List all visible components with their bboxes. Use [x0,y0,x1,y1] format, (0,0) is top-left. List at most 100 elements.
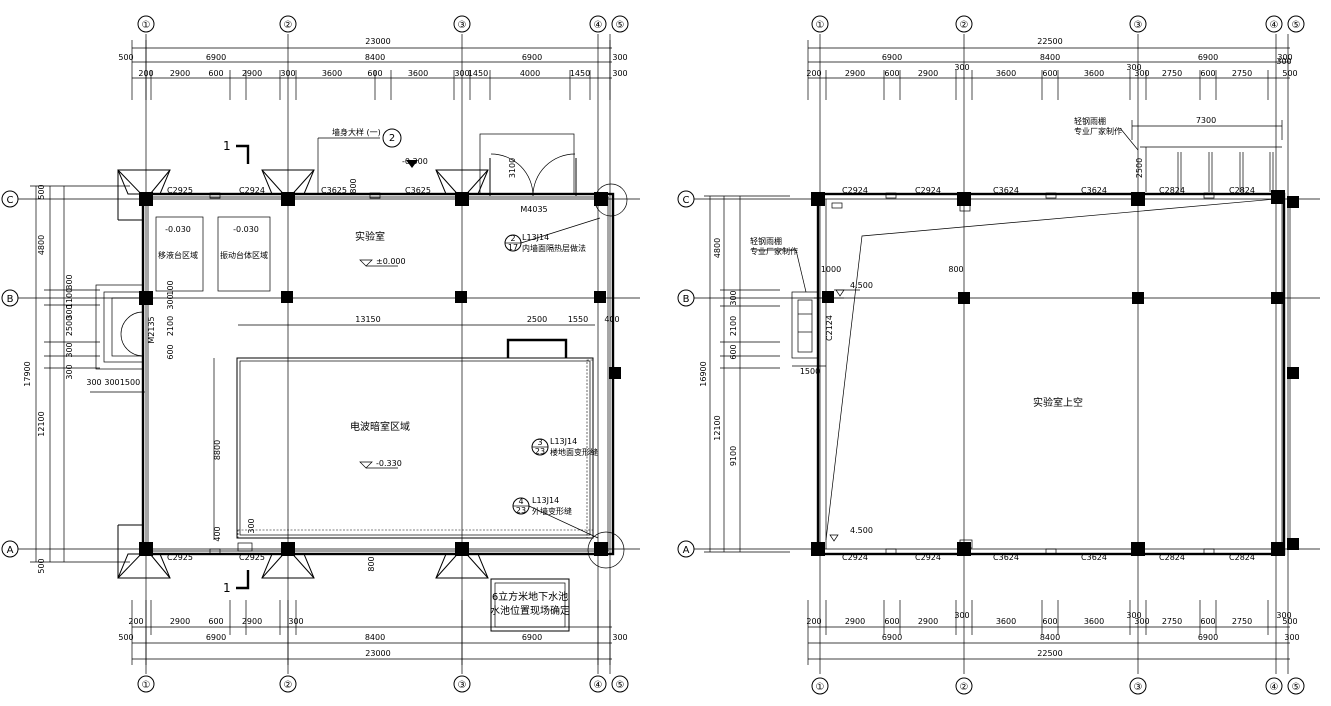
dim: 300 [65,364,74,379]
section-mark-top: 1 [223,139,250,164]
callout-den: 23 [516,506,526,515]
axis-label: ② [284,20,293,31]
dim: 2900 [242,617,262,626]
axis-label: ④ [594,680,603,691]
dim: 600 [884,69,899,78]
elevation: 4.500 [850,281,873,290]
dim: 7300 [1196,116,1216,125]
axis-label: ② [284,680,293,691]
axis-label: ④ [1270,20,1279,31]
dim: 16900 [699,361,708,386]
elevation: -0.030 [233,225,259,234]
dim: 500 [1282,617,1297,626]
dim: 500 [1282,69,1297,78]
dim: 300 [104,378,119,387]
dim: 2900 [242,69,262,78]
elevation: -0.300 [402,157,428,166]
axis-label: A [7,545,14,556]
callout-number: 2 [389,133,395,144]
left-detail-callout-2: 2 17 L13J14 内墙面隔热层做法 [504,217,601,253]
dim: 2900 [918,617,938,626]
level-marker [359,259,373,267]
axis-label: A [683,545,690,556]
dim: 3600 [1084,617,1104,626]
window-mark [209,548,221,555]
dim: 6900 [1198,633,1218,642]
axis-label: B [683,294,690,305]
dim: 300 [247,518,256,533]
dim: 2500 [527,315,547,324]
dim: 300 [729,290,738,305]
window-tag: C2924 [842,186,868,195]
left-detail-callout-4: 4 23 L13J14 外墙变形缝 [512,496,599,539]
window-tag: C2824 [1159,553,1185,562]
dim: 3600 [408,69,428,78]
axis-label: ① [142,680,151,691]
dim: 8400 [1040,633,1060,642]
callout-num: 3 [537,438,542,447]
dim: 100 [166,280,175,295]
left-dims-top [131,40,612,100]
dim-total-top: 22500 [1037,37,1062,46]
dim: 300 [1276,57,1291,66]
axis-label: ③ [1134,682,1143,693]
dim: 300 [1134,69,1149,78]
dim: 800 [367,556,376,571]
callout-den: 23 [535,447,545,456]
dim: 200 [806,69,821,78]
note-box: 6立方米地下水池 水池位置现场确定 [490,578,570,632]
callout-ref: L13J14 [532,496,559,505]
section-mark-bottom: 1 [223,570,250,595]
level-marker [359,461,373,469]
callout-num: 4 [518,497,523,506]
door-tag: M4035 [520,205,547,214]
dim: 400 [604,315,619,324]
window-tag: C2924 [842,553,868,562]
window-tag: C2924 [239,186,265,195]
axis-label: ④ [1270,682,1279,693]
dim: 2100 [166,316,175,336]
callout-text: 内墙面隔热层做法 [522,243,586,253]
dim: 4000 [520,69,540,78]
dim: 500 [37,184,46,199]
right-axis-bubbles: ① ② ③ ④ ⑤ ① ② ③ ④ ⑤ C B A [677,15,1305,695]
callout-ref: L13J14 [522,233,549,242]
dim: 1100 [65,288,74,308]
dim-total-bottom: 23000 [365,649,390,658]
dim: 300 [65,304,74,319]
area-label: 振动台体区域 [220,250,268,260]
window-tag: C2924 [915,186,941,195]
dim: 500 [118,53,133,62]
right-dims-side [704,195,790,553]
area-boxes: -0.030 移液台区域 -0.030 振动台体区域 [155,216,271,292]
canopy-note: 轻钢雨棚 [750,236,782,246]
right-side-canopy [756,249,860,367]
window-mark [369,192,381,199]
dim: 600 [1042,69,1057,78]
axis-label: B [7,294,14,305]
left-dims-side-text: 500 4800 300 1100 300 2500 300 300 12100… [23,184,140,573]
axis-label: ② [960,682,969,693]
dim: 12100 [37,411,46,436]
dim: 300 [1276,611,1291,620]
room-name: 实验室 [355,230,385,243]
level-marker [829,534,839,542]
window-tag: C3624 [993,553,1019,562]
dim: 300 [1134,617,1149,626]
dim: 2900 [845,69,865,78]
dim: 3100 [508,158,517,178]
dim: 2900 [170,69,190,78]
window-tag: C3624 [1081,553,1107,562]
axis-label: ③ [458,20,467,31]
dim: 12100 [713,415,722,440]
axis-label: ⑤ [1292,682,1301,693]
dim: 200 [806,617,821,626]
left-dims-bottom [131,600,612,665]
axis-label: ① [816,20,825,31]
dim: 300 [1126,611,1141,620]
level-marker [406,160,418,168]
dim: 2750 [1232,69,1252,78]
dim: 600 [367,69,382,78]
